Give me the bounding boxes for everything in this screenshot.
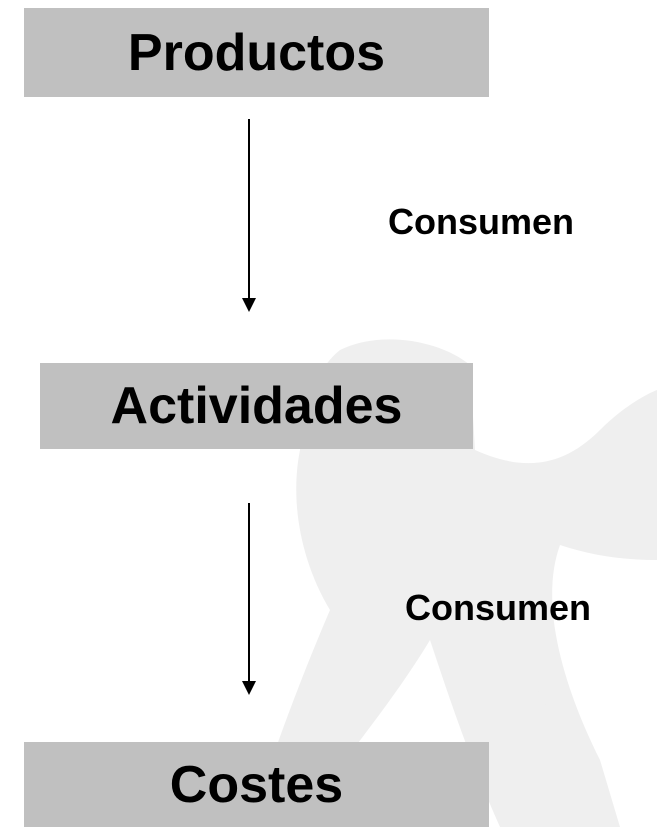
arrow-actividades-to-costes bbox=[242, 503, 256, 695]
arrow-shaft bbox=[248, 503, 250, 683]
arrow-productos-to-actividades bbox=[242, 119, 256, 312]
node-productos: Productos bbox=[24, 8, 489, 97]
node-actividades-label: Actividades bbox=[110, 377, 403, 435]
node-costes: Costes bbox=[24, 742, 489, 827]
node-productos-label: Productos bbox=[127, 23, 386, 82]
arrow-down-icon bbox=[242, 681, 256, 695]
edge-label-consumen-1: Consumen bbox=[388, 201, 575, 242]
arrow-shaft bbox=[248, 119, 250, 300]
node-actividades: Actividades bbox=[40, 363, 473, 449]
arrow-down-icon bbox=[242, 298, 256, 312]
node-costes-label: Costes bbox=[169, 755, 344, 814]
edge-label-consumen-2: Consumen bbox=[405, 587, 592, 628]
